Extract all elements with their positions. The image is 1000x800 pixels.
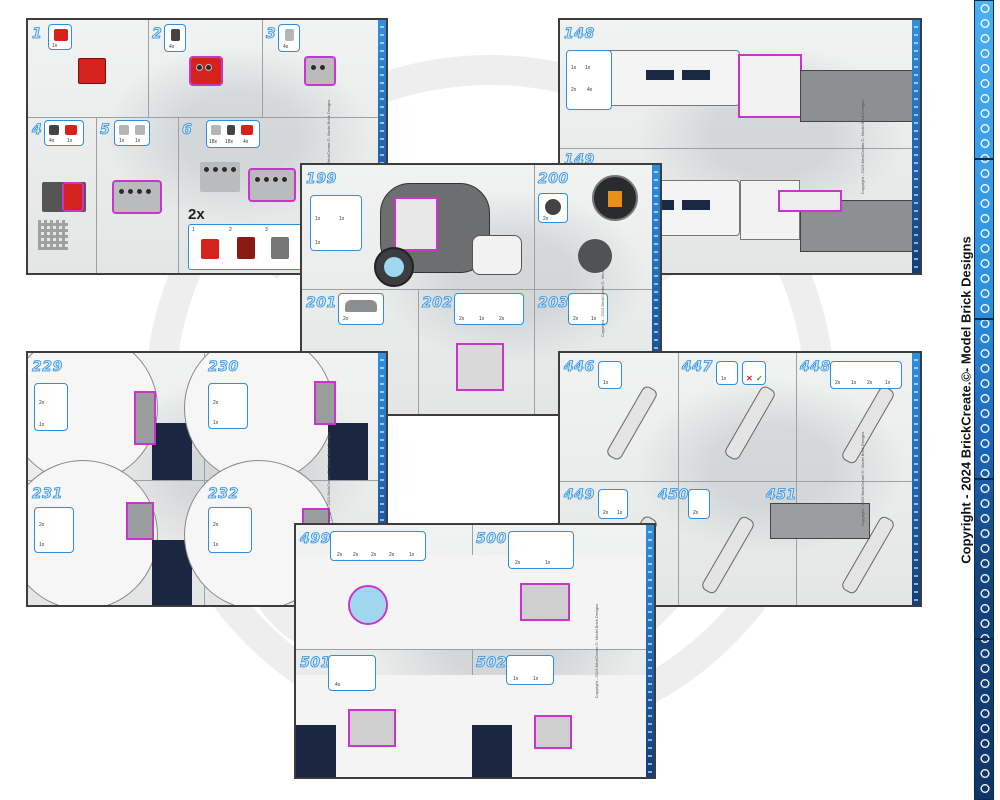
- parts-callout: 1x: [48, 24, 72, 50]
- page-edge-strip: [646, 525, 654, 777]
- parts-callout: 2x: [538, 193, 568, 223]
- step-number: 448: [800, 359, 831, 376]
- step-number: 6: [182, 122, 193, 139]
- round-plate: [578, 239, 612, 273]
- check-callout: ✕ ✓: [742, 361, 766, 385]
- parts-callout: 2x: [688, 489, 710, 519]
- parts-callout: 2x 1x: [568, 293, 608, 325]
- sphere-assembly: [28, 353, 204, 483]
- multiplier-label: 2x: [188, 206, 205, 223]
- parts-callout: 1x 1x: [114, 120, 150, 146]
- parts-callout: 2x 1x: [34, 507, 74, 553]
- step-number: 446: [564, 359, 595, 376]
- step-number: 200: [538, 171, 569, 188]
- plate-assembly: [534, 715, 572, 749]
- step-number: 447: [682, 359, 713, 376]
- parts-callout: 18x 18x 4x: [206, 120, 260, 148]
- cockpit-assembly: [372, 175, 522, 287]
- parts-callout: 4x 1x: [44, 120, 84, 146]
- step-number: 5: [100, 122, 111, 139]
- cannon-assembly: [590, 30, 920, 130]
- parts-callout: 2x 1x: [208, 507, 252, 553]
- step-number: 199: [306, 171, 337, 188]
- parts-callout: 2x: [338, 293, 384, 325]
- dome-part: [348, 585, 388, 625]
- brick-border-rail: [974, 0, 994, 800]
- parts-callout: 2x 1x: [34, 383, 68, 431]
- grey-brick: [304, 56, 336, 86]
- parts-callout: 1x: [716, 361, 738, 385]
- step-number: 2: [152, 26, 163, 43]
- step-number: 502: [476, 655, 507, 672]
- page-edge-strip: [378, 20, 386, 273]
- plate-assembly: [348, 709, 396, 747]
- step-number: 202: [422, 295, 453, 312]
- step-number: 4: [32, 122, 43, 139]
- red-brick-assembly: [189, 56, 223, 86]
- parts-callout: 2x 1x 2x: [454, 293, 524, 325]
- step-number: 230: [208, 359, 239, 376]
- qr-code: [38, 220, 68, 250]
- step-number: 450: [658, 487, 689, 504]
- page-edge-strip: [652, 165, 660, 414]
- page-edge-strip: [912, 20, 920, 273]
- step-number: 451: [766, 487, 797, 504]
- page-edge-strip: [912, 353, 920, 605]
- parts-callout: 4x: [328, 655, 376, 691]
- parts-callout: 2x 1x: [208, 383, 248, 429]
- parts-callout: 1x 1x: [506, 655, 554, 685]
- parts-callout: 1x 1x 1x: [310, 195, 362, 251]
- step-number: 499: [300, 531, 331, 548]
- step-number: 148: [564, 26, 595, 43]
- parts-callout: 1x: [598, 361, 622, 389]
- step-number: 449: [564, 487, 595, 504]
- parts-callout: 2x 1x: [598, 489, 628, 519]
- parts-callout: 1x 1x 2x 4x: [566, 50, 612, 110]
- step-number: 1: [32, 26, 43, 43]
- hull-section: [770, 503, 870, 539]
- copyright-text: Copyright - 2024 BrickCreate.©- Model Br…: [958, 236, 974, 564]
- grey-brick-assembly: [112, 180, 162, 214]
- step-number: 231: [32, 486, 63, 503]
- step-number: 501: [300, 655, 331, 672]
- dark-panels: [472, 725, 512, 777]
- red-brick: [78, 58, 106, 84]
- step-number: 201: [306, 295, 337, 312]
- dark-panels: [296, 725, 336, 777]
- parts-callout: 2x 2x 2x 2x 1x: [330, 531, 426, 561]
- parts-callout: 4x: [278, 24, 300, 52]
- instruction-page-6: 499 2x 2x 2x 2x 1x 500 2x 1x 501 4x 502 …: [294, 523, 656, 779]
- step-number: 203: [538, 295, 569, 312]
- parts-callout: 2x 1x 2x 1x: [830, 361, 902, 389]
- grey-brick-assembly-highlighted: [248, 168, 296, 202]
- plate-assembly: [456, 343, 504, 391]
- page-edge-strip: [378, 353, 386, 605]
- parts-callout: 4x: [164, 24, 186, 52]
- step-number: 232: [208, 486, 239, 503]
- step-number: 3: [266, 26, 277, 43]
- parts-callout: 2x 1x: [508, 531, 574, 569]
- step-number: 500: [476, 531, 507, 548]
- step-number: 229: [32, 359, 63, 376]
- plate-assembly: [520, 583, 570, 621]
